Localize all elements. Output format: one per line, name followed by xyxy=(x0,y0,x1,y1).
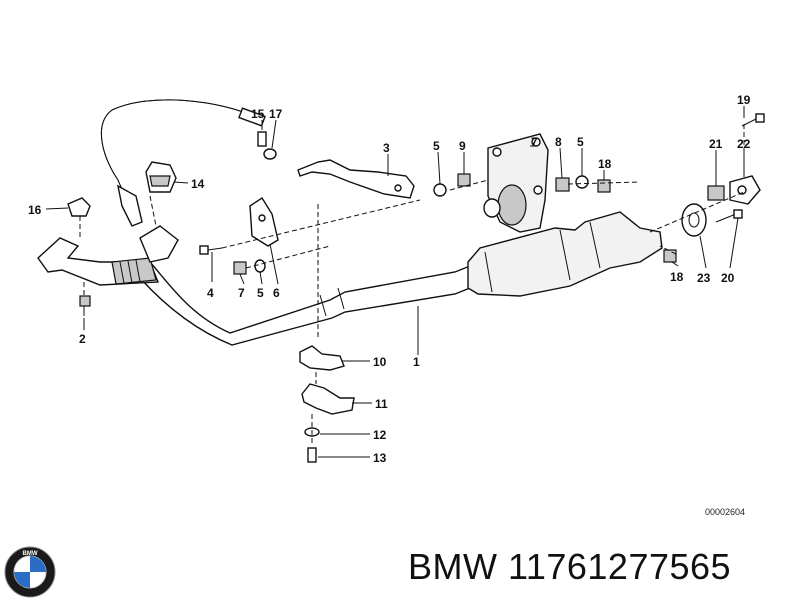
catalytic-converter xyxy=(467,211,663,297)
bracket-6 xyxy=(249,197,279,247)
part-label-8: 8 xyxy=(555,135,562,149)
hanger-11 xyxy=(301,383,355,415)
part-label-11: 11 xyxy=(375,397,388,411)
part-label-2: 2 xyxy=(79,332,86,346)
part-label-20: 20 xyxy=(721,271,735,285)
part-labels: 1 2 3 4 5 5 5 6 7 7 8 9 10 11 12 13 14 1… xyxy=(28,93,751,465)
part-label-13: 13 xyxy=(373,451,387,465)
bmw-logo-lettering: BMW xyxy=(23,551,38,557)
diagram-reference-code: 00002604 xyxy=(705,507,746,517)
part-label-17: 17 xyxy=(269,107,283,121)
part-label-23: 23 xyxy=(697,271,711,285)
bmw-logo-icon: BMW xyxy=(4,546,56,598)
part-label-19: 19 xyxy=(737,93,751,107)
leader-lines xyxy=(45,106,745,458)
part-label-5a: 5 xyxy=(257,286,264,300)
part-number-caption: BMW 11761277565 xyxy=(408,546,732,587)
part-label-5b: 5 xyxy=(433,139,440,153)
assembly-lines xyxy=(79,124,745,446)
part-label-18b: 18 xyxy=(670,270,684,284)
part-label-18a: 18 xyxy=(598,157,612,171)
part-label-9: 9 xyxy=(459,139,466,153)
part-label-7a: 7 xyxy=(238,286,245,300)
cable-clip xyxy=(145,161,177,193)
front-pipe xyxy=(37,225,179,286)
part-label-22: 22 xyxy=(737,137,751,151)
part-label-3: 3 xyxy=(383,141,390,155)
part-label-5c: 5 xyxy=(577,135,584,149)
part-label-21: 21 xyxy=(709,137,723,151)
part-label-12: 12 xyxy=(373,428,387,442)
exhaust-pipe xyxy=(139,260,471,346)
rubber-mount-bracket xyxy=(483,133,549,233)
part-label-6: 6 xyxy=(273,286,280,300)
oxygen-sensor-cable xyxy=(100,99,266,227)
part-label-7b: 7 xyxy=(531,135,538,149)
part-label-14: 14 xyxy=(191,177,205,191)
part-label-10: 10 xyxy=(373,355,387,369)
bracket-3 xyxy=(297,159,415,199)
hanger-10 xyxy=(299,345,345,371)
part-label-4: 4 xyxy=(207,286,214,300)
part-label-15: 15 xyxy=(251,107,265,121)
part-label-1: 1 xyxy=(413,355,420,369)
part-label-16: 16 xyxy=(28,203,42,217)
